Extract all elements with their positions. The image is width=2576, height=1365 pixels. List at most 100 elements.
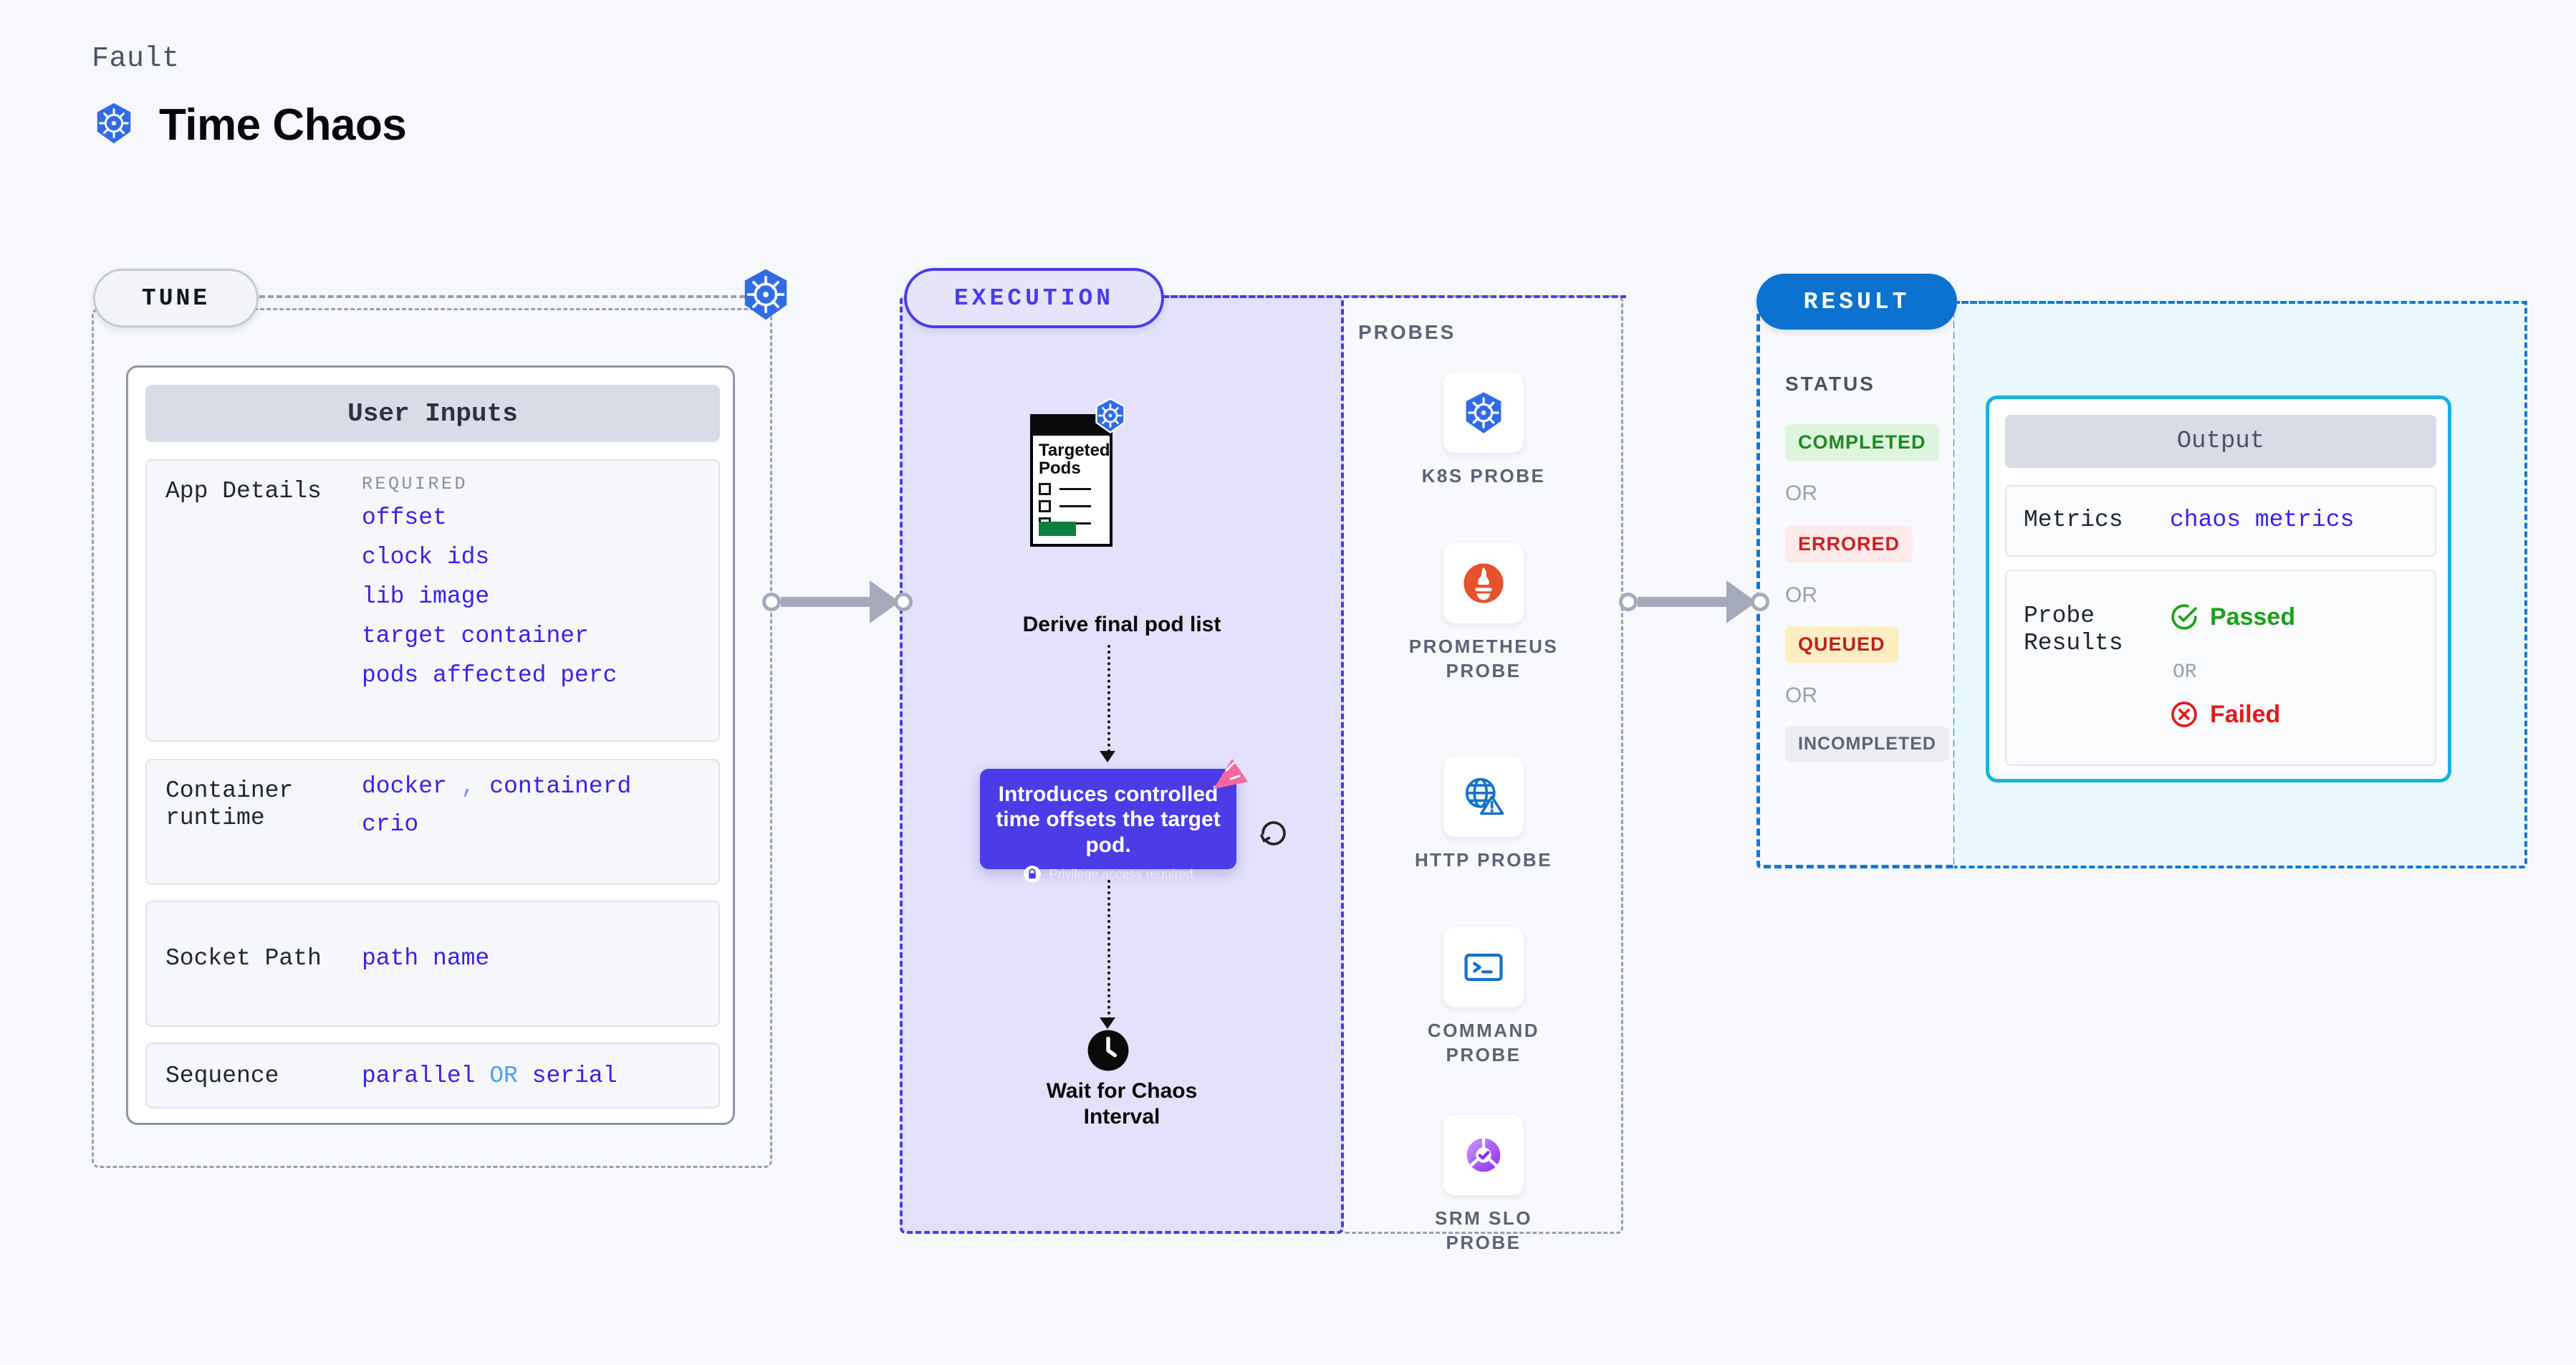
connector-bar: [781, 597, 871, 607]
status-or-1: OR: [1785, 482, 1817, 505]
status-badge-completed: COMPLETED: [1785, 424, 1939, 461]
callout-text: Introduces controlled time offsets the t…: [996, 782, 1221, 857]
input-offset[interactable]: offset: [362, 504, 447, 531]
progress-bar-indicator: [1039, 522, 1076, 536]
container-runtime-values: docker , containerd crio: [362, 773, 631, 851]
input-pods-affected-perc[interactable]: pods affected perc: [362, 662, 617, 689]
status-badge-incompleted: INCOMPLETED: [1785, 727, 1949, 762]
flow-arrowhead: [1100, 751, 1115, 762]
input-lib-image[interactable]: lib image: [362, 583, 490, 610]
kubernetes-icon: [738, 267, 794, 326]
globe-warning-icon: [1465, 777, 1504, 815]
refresh-icon[interactable]: [1257, 817, 1290, 853]
pods-list-item: [1039, 500, 1091, 512]
output-card: Output Metrics chaos metrics Probe Resul…: [1986, 396, 2451, 782]
sequence-values: parallel OR serial: [362, 1063, 617, 1089]
probes-section-title: PROBES: [1358, 321, 1456, 343]
connector-start-dot: [762, 593, 781, 611]
user-inputs-title: User Inputs: [145, 385, 720, 442]
probe-item-srm-slo[interactable]: SRM SLO PROBE: [1394, 1115, 1573, 1255]
execution-leader-line: [1153, 295, 1626, 298]
check-circle-icon: [2171, 604, 2197, 630]
probe-item-http[interactable]: HTTP PROBE: [1394, 757, 1573, 873]
probe-verdict-failed: Failed: [2170, 700, 2280, 729]
value-separator: ,: [461, 773, 476, 800]
app-details-label: App Details: [165, 478, 322, 504]
probe-tile: [1443, 927, 1524, 1007]
derive-final-pod-list-label: Derive final pod list: [1022, 613, 1221, 636]
probe-tile: [1443, 1115, 1524, 1195]
required-tag: REQUIRED: [362, 474, 468, 494]
result-stage-badge[interactable]: RESULT: [1756, 274, 1957, 330]
passed-label: Passed: [2210, 603, 2296, 631]
value-serial[interactable]: serial: [532, 1063, 617, 1089]
value-parallel[interactable]: parallel: [362, 1063, 476, 1089]
kubernetes-icon: [1466, 392, 1501, 434]
probe-tile: [1443, 373, 1524, 453]
status-section-title: STATUS: [1785, 373, 1875, 395]
probe-tile: [1443, 757, 1524, 837]
metrics-value[interactable]: chaos metrics: [2170, 507, 2355, 533]
input-clock-ids[interactable]: clock ids: [362, 544, 490, 570]
prometheus-icon: [1464, 563, 1504, 603]
probe-label: HTTP PROBE: [1414, 849, 1553, 871]
value-docker[interactable]: docker: [362, 773, 447, 800]
wait-for-chaos-interval-label: Wait for Chaos Interval: [1046, 1079, 1198, 1129]
probe-item-prometheus[interactable]: PROMETHEUS PROBE: [1394, 543, 1573, 684]
connector-tune-to-execution: [762, 580, 913, 623]
app-details-row: App Details REQUIRED offset clock ids li…: [145, 459, 720, 742]
flow-connector-line: [1107, 645, 1110, 752]
privilege-note: Privilege access required: [994, 865, 1222, 883]
privilege-note-text: Privilege access required: [1049, 866, 1193, 881]
metrics-label: Metrics: [2024, 507, 2123, 533]
sequence-label: Sequence: [165, 1063, 279, 1089]
socket-path-values: path name: [362, 945, 489, 972]
sequence-row: Sequence parallel OR serial: [145, 1043, 720, 1108]
status-or-2: OR: [1785, 583, 1817, 607]
value-path-name[interactable]: path name: [362, 945, 490, 972]
execution-stage-panel: [900, 295, 1344, 1234]
probe-item-k8s[interactable]: K8S PROBE: [1394, 373, 1573, 489]
kubernetes-icon: [1092, 397, 1129, 438]
connector-end-dot: [894, 593, 913, 611]
value-containerd[interactable]: containerd: [489, 773, 632, 800]
execution-stage-badge[interactable]: EXECUTION: [904, 268, 1164, 328]
value-crio[interactable]: crio: [362, 811, 419, 838]
clock-icon: [1086, 1028, 1130, 1076]
probe-label: K8S PROBE: [1421, 465, 1546, 487]
flow-arrowhead: [1100, 1017, 1115, 1029]
page-title: Time Chaos: [159, 100, 407, 150]
targeted-pods-title: Targeted Pods: [1039, 441, 1110, 479]
fault-title-row: Time Chaos: [92, 100, 407, 150]
input-target-container[interactable]: target container: [362, 623, 589, 649]
result-leader-line: [1953, 301, 2527, 304]
metrics-row: Metrics chaos metrics: [2005, 485, 2436, 557]
pods-list-item: [1039, 483, 1091, 495]
list-dash: [1059, 488, 1091, 490]
status-badge-queued: QUEUED: [1785, 626, 1898, 663]
connector-bar: [1638, 597, 1728, 607]
connector-end-dot: [1751, 593, 1769, 611]
checkbox-icon: [1039, 500, 1051, 512]
probe-label: PROMETHEUS PROBE: [1408, 636, 1559, 681]
list-dash: [1059, 505, 1091, 507]
probe-item-command[interactable]: COMMAND PROBE: [1394, 927, 1573, 1068]
tune-stage-badge[interactable]: TUNE: [93, 269, 259, 327]
probe-label: SRM SLO PROBE: [1435, 1207, 1532, 1253]
checkbox-icon: [1039, 483, 1051, 495]
output-title: Output: [2005, 415, 2436, 468]
targeted-pods-card: Targeted Pods: [1030, 398, 1125, 547]
user-inputs-card: User Inputs App Details REQUIRED offset …: [126, 365, 735, 1125]
status-or-3: OR: [1785, 684, 1817, 707]
probe-verdict-passed: Passed: [2170, 603, 2295, 631]
terminal-icon: [1464, 953, 1503, 982]
tune-leader-line: [251, 295, 745, 298]
probe-results-or: OR: [2173, 661, 2197, 684]
lock-icon: [1024, 866, 1042, 883]
probe-tile: [1443, 543, 1524, 623]
probe-results-label: Probe Results: [2024, 603, 2123, 656]
slo-donut-icon: [1466, 1138, 1501, 1172]
sequence-or-token: OR: [489, 1063, 518, 1089]
status-badge-errored: ERRORED: [1785, 526, 1913, 562]
